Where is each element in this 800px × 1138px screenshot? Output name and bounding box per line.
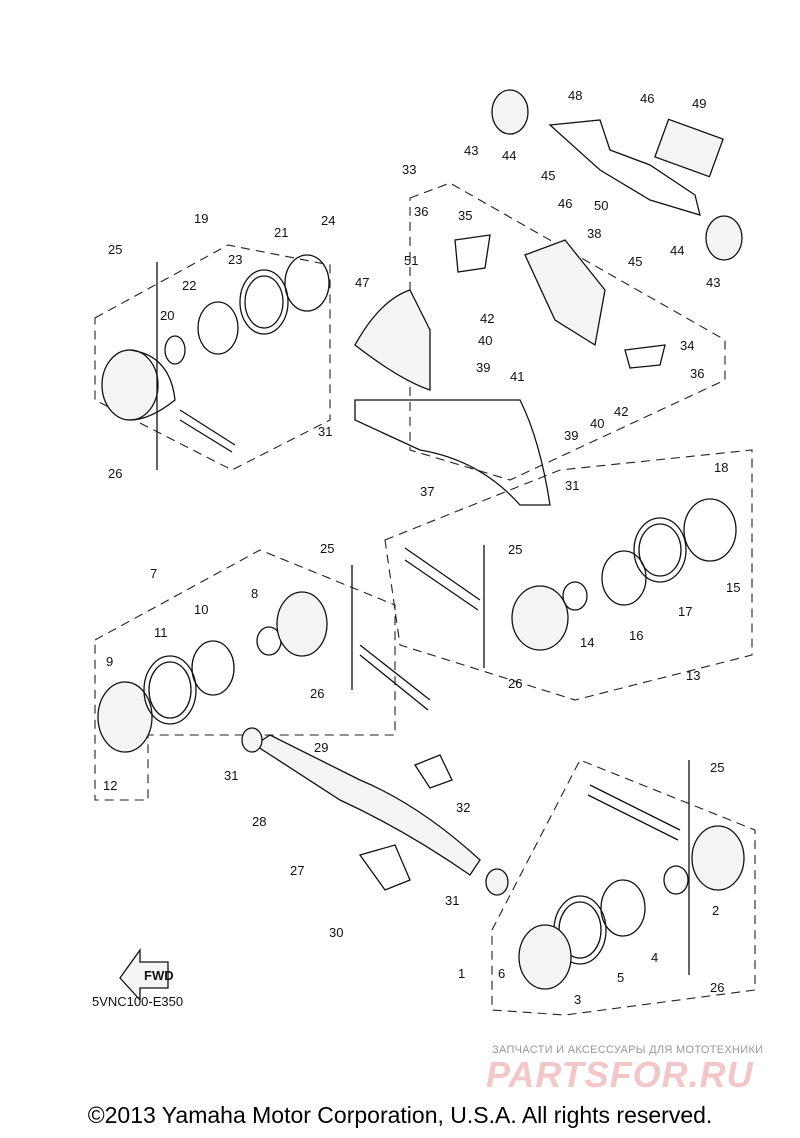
callout-36-2: 36 <box>690 366 704 381</box>
callout-22: 22 <box>182 278 196 293</box>
signal-assembly-upper-left <box>101 254 330 470</box>
diagram-code: 5VNC100-E350 <box>92 994 184 1009</box>
copyright-notice: ©2013 Yamaha Motor Corporation, U.S.A. A… <box>87 1102 713 1128</box>
callout-26: 26 <box>108 466 122 481</box>
callout-38: 38 <box>587 226 601 241</box>
callout-40-2: 40 <box>590 416 604 431</box>
callout-26-2: 26 <box>310 686 324 701</box>
fwd-label: FWD <box>144 968 174 983</box>
callout-28: 28 <box>252 814 266 829</box>
callout-16: 16 <box>629 628 643 643</box>
callout-45-2: 45 <box>628 254 642 269</box>
callout-31: 31 <box>318 424 332 439</box>
callout-47: 47 <box>355 275 369 290</box>
callout-35: 35 <box>458 208 472 223</box>
callout-44-2: 44 <box>670 243 684 258</box>
callout-43: 43 <box>464 143 478 158</box>
callout-37: 37 <box>420 484 434 499</box>
callout-26-3: 26 <box>508 676 522 691</box>
callout-30: 30 <box>329 925 343 940</box>
callout-49: 49 <box>692 96 706 111</box>
callout-15: 15 <box>726 580 740 595</box>
callout-34: 34 <box>680 338 694 353</box>
callout-25-2: 25 <box>320 541 334 556</box>
watermark-logo: PARTSFOR.RU <box>486 1054 754 1095</box>
callout-42: 42 <box>480 311 494 326</box>
callout-40: 40 <box>478 333 492 348</box>
callout-25-3: 25 <box>508 542 522 557</box>
watermark-tagline: ЗАПЧАСТИ И АКСЕССУАРЫ ДЛЯ МОТОТЕХНИКИ <box>492 1044 764 1056</box>
fwd-arrow-icon: FWD <box>119 947 174 1002</box>
callout-48: 48 <box>568 88 582 103</box>
callout-6: 6 <box>498 966 505 981</box>
callout-13: 13 <box>686 668 700 683</box>
callout-41: 41 <box>510 369 524 384</box>
callout-3: 3 <box>574 992 581 1007</box>
callout-18: 18 <box>714 460 728 475</box>
callout-50: 50 <box>594 198 608 213</box>
group-13-box <box>384 449 753 701</box>
callout-25: 25 <box>108 242 122 257</box>
callout-27: 27 <box>290 863 304 878</box>
callout-46-2: 46 <box>558 196 572 211</box>
group-7-box <box>94 549 396 801</box>
callout-2: 2 <box>712 903 719 918</box>
callout-42-2: 42 <box>614 404 628 419</box>
callout-19: 19 <box>194 211 208 226</box>
callout-39: 39 <box>476 360 490 375</box>
callout-31-3: 31 <box>224 768 238 783</box>
callout-labels: 1234567891011121314151617181920212223242… <box>103 88 740 1007</box>
callout-1: 1 <box>458 966 465 981</box>
callout-7: 7 <box>150 566 157 581</box>
signal-assembly-lower-right <box>518 760 745 990</box>
callout-5: 5 <box>617 970 624 985</box>
callout-44: 44 <box>502 148 516 163</box>
callout-36: 36 <box>414 204 428 219</box>
callout-14: 14 <box>580 635 594 650</box>
callout-20: 20 <box>160 308 174 323</box>
group-19-box <box>94 244 331 471</box>
signal-assembly-right <box>404 498 737 668</box>
callout-29: 29 <box>314 740 328 755</box>
callout-43-2: 43 <box>706 275 720 290</box>
callout-33: 33 <box>402 162 416 177</box>
callout-25-4: 25 <box>710 760 724 775</box>
callout-9: 9 <box>106 654 113 669</box>
callout-46: 46 <box>640 91 654 106</box>
callout-51: 51 <box>404 253 418 268</box>
callout-26-4: 26 <box>710 980 724 995</box>
callout-23: 23 <box>228 252 242 267</box>
callout-45: 45 <box>541 168 555 183</box>
callout-4: 4 <box>651 950 658 965</box>
callout-31-2: 31 <box>565 478 579 493</box>
callout-21: 21 <box>274 225 288 240</box>
callout-10: 10 <box>194 602 208 617</box>
group-33-box <box>409 182 726 481</box>
callout-12: 12 <box>103 778 117 793</box>
callout-17: 17 <box>678 604 692 619</box>
callout-32: 32 <box>456 800 470 815</box>
lower-stay-group <box>241 727 509 896</box>
signal-assembly-left <box>97 565 431 753</box>
callout-39-2: 39 <box>564 428 578 443</box>
callout-24: 24 <box>321 213 335 228</box>
callout-31-4: 31 <box>445 893 459 908</box>
callout-8: 8 <box>251 586 258 601</box>
callout-11: 11 <box>154 625 168 640</box>
rear-bracket-group <box>354 89 743 506</box>
